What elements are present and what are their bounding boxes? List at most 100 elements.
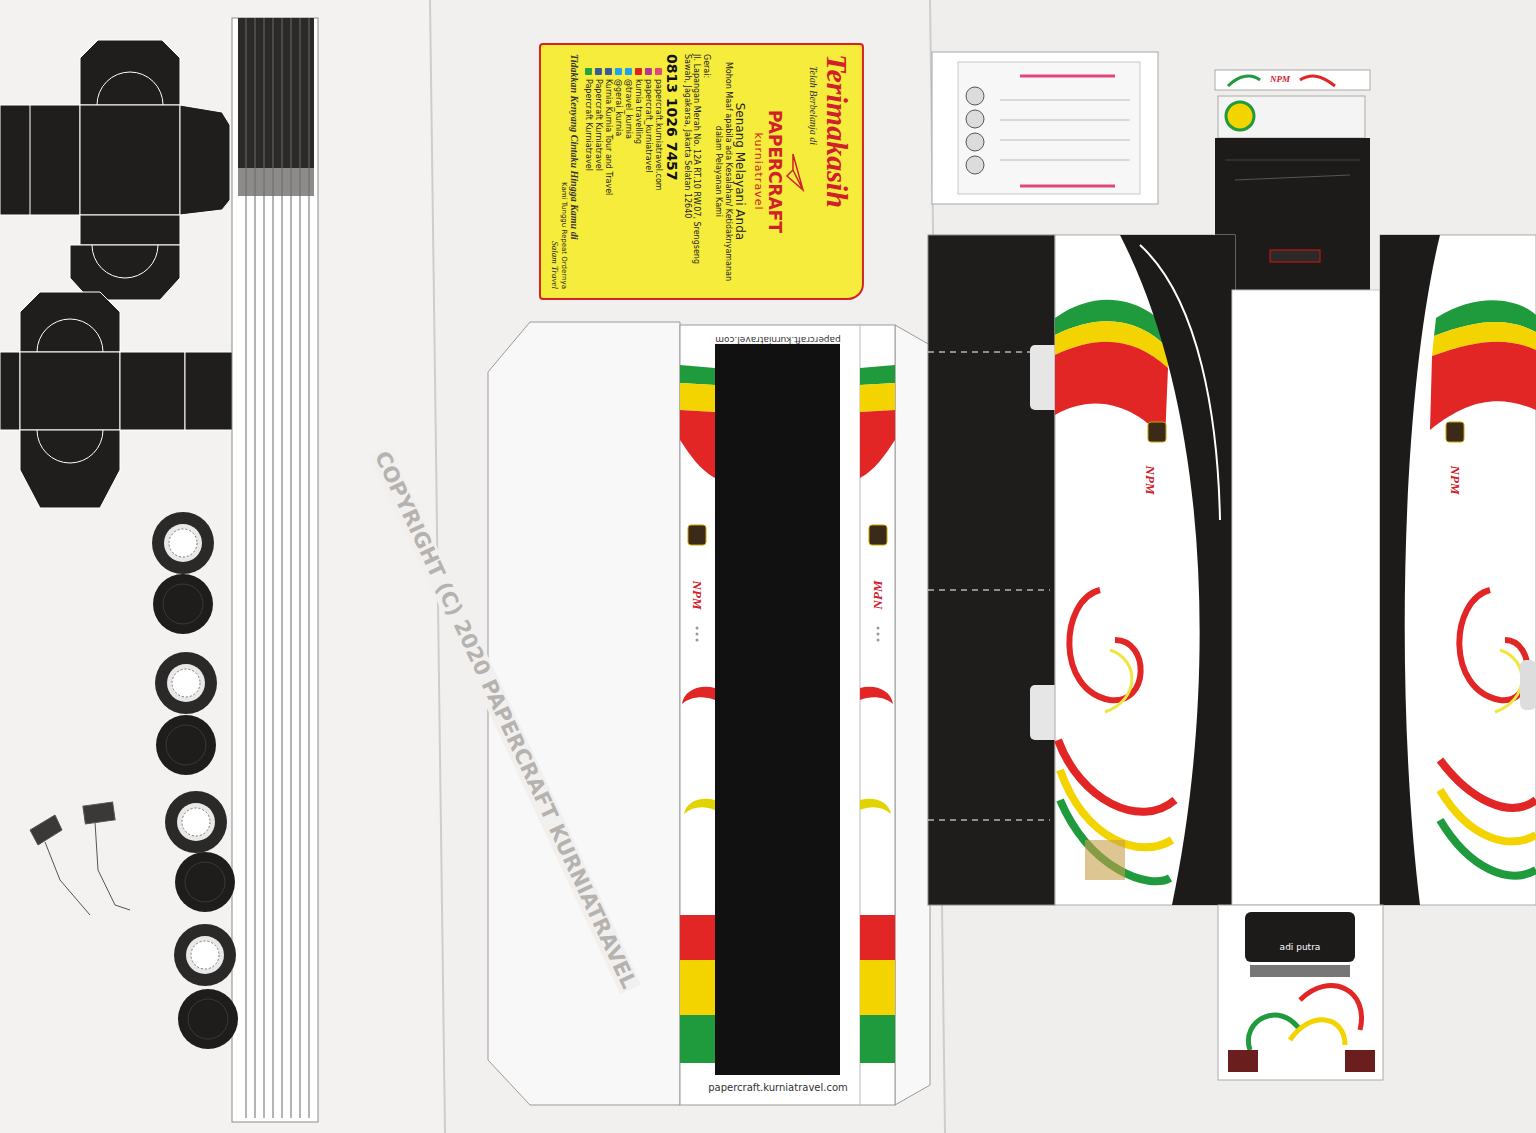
- bus-side: [1105, 650, 1132, 712]
- bus-side: [1120, 235, 1235, 905]
- contact-row: Kurnia Kurnia Tour and Travel: [603, 67, 613, 288]
- roof-piece: [1000, 160, 1130, 161]
- roof-strip: [680, 365, 715, 385]
- roof-piece: [1000, 140, 1130, 141]
- wheel-disc: [182, 808, 210, 836]
- contact-icon: [624, 67, 631, 74]
- roof-piece: [1000, 100, 1130, 101]
- brand-logo: NPM: [871, 581, 885, 610]
- card-text: @travel_kurnia: [623, 78, 633, 138]
- roof-piece: [1020, 75, 1115, 78]
- roof-piece: [1020, 185, 1115, 188]
- wheel-box-net: [0, 292, 245, 508]
- bus-side: [1440, 760, 1536, 808]
- roof-strip: [860, 960, 895, 1015]
- roof-strip: [869, 525, 887, 545]
- copyright-watermark: COPYRIGHT (C) 2020 PAPERCRAFT KURNIATRAV…: [369, 446, 641, 994]
- card-text: Kurnia Kurnia Tour and Travel: [603, 78, 613, 194]
- roof-strip: [860, 799, 891, 814]
- wheel-disc: [191, 941, 219, 969]
- wheel-disc: [166, 725, 206, 765]
- roof-strip: [877, 627, 880, 630]
- bus-side: [1459, 590, 1527, 700]
- mirror-part: [83, 802, 115, 824]
- bus-side: [1520, 660, 1536, 710]
- rear-piece: [1248, 1015, 1300, 1050]
- roof-strip: [680, 383, 715, 412]
- wheel-disc: [167, 664, 205, 702]
- card-text: Tidakkan Kenyang Cintaku Hingga Kamu di: [568, 53, 580, 288]
- paper-sheet: [0, 0, 445, 1133]
- wheel-box-net: [37, 430, 103, 463]
- front-piece: [1215, 70, 1370, 90]
- roof-piece: [966, 110, 984, 128]
- wheel-disc: [152, 512, 214, 574]
- bus-side: [1380, 235, 1440, 905]
- roof-strip: [860, 383, 895, 412]
- brand-logo: NPM: [1448, 466, 1462, 495]
- front-piece: [1300, 76, 1335, 86]
- rear-piece: [1345, 1050, 1375, 1072]
- roof-piece: [932, 52, 1158, 204]
- brand-logo: NPM: [1268, 75, 1292, 85]
- bus-side: [1495, 650, 1522, 712]
- roof-strip: [680, 410, 715, 478]
- contact-icon: [594, 67, 601, 74]
- roof-piece: [1000, 120, 1130, 121]
- rear-piece: [1218, 905, 1383, 1080]
- roof-strip: [696, 639, 699, 642]
- wheel-box-net: [20, 352, 120, 430]
- bus-side: [1440, 820, 1536, 876]
- card-text: kurniatravel: [751, 53, 764, 288]
- roof-strip: [488, 322, 930, 1105]
- rear-piece: [1290, 1020, 1345, 1045]
- roof-piece: [1020, 76, 1115, 186]
- roof-strip: [696, 633, 699, 636]
- roof-strip: [895, 325, 930, 1105]
- wheel-box-net: [180, 105, 230, 215]
- roof-piece: [1000, 100, 1130, 160]
- bus-side: [1148, 422, 1166, 442]
- side-panel: [928, 590, 1050, 591]
- wheel-box-net: [0, 352, 20, 430]
- card-text: Senang Melayani Anda: [732, 53, 746, 288]
- roof-strip: [680, 325, 895, 1105]
- wheel-disc: [164, 524, 202, 562]
- wheel-box-net: [80, 215, 180, 245]
- wheel-disc: [186, 936, 224, 974]
- roof-piece: [966, 87, 984, 105]
- wheel-disc: [155, 652, 217, 714]
- roof-piece: [966, 87, 984, 174]
- bus-side: [1069, 590, 1140, 700]
- mirror-part: [30, 802, 130, 915]
- wheel-box-net: [20, 292, 120, 352]
- wheel-box-net: [30, 105, 31, 215]
- bus-side: [1446, 422, 1464, 442]
- side-panel: [928, 352, 1050, 820]
- roof-strip: [877, 639, 880, 642]
- chassis-strip: [238, 18, 314, 168]
- front-piece: [1228, 76, 1260, 86]
- bus-side: [1060, 800, 1170, 881]
- roof-strip: [860, 365, 895, 385]
- contact-row: Papercraft Kurniatravel: [593, 67, 603, 288]
- contact-icon: [654, 67, 661, 74]
- wheel-disc: [172, 669, 200, 697]
- roof-strip: [488, 322, 680, 1105]
- chassis-strip: [238, 168, 314, 196]
- wheel-box-net: [80, 40, 180, 105]
- roof-piece: [958, 62, 1140, 194]
- website-text: papercraft.kurniatravel.com: [713, 334, 843, 344]
- contact-row: papercraft_kurniatravel: [643, 67, 653, 288]
- side-panel: [928, 235, 1070, 905]
- mirror-part: [45, 842, 90, 915]
- bus-side: [1440, 790, 1536, 841]
- roof-strip: [682, 687, 715, 704]
- paper-plane-icon: [786, 153, 802, 189]
- wheel-disc: [178, 989, 238, 1049]
- wheel-box-net: [97, 72, 163, 105]
- card-text: papercraft_kurniatravel: [643, 78, 653, 172]
- underside-strip: [1232, 290, 1380, 905]
- contact-row: Papercraft Kurniatravel: [583, 67, 593, 288]
